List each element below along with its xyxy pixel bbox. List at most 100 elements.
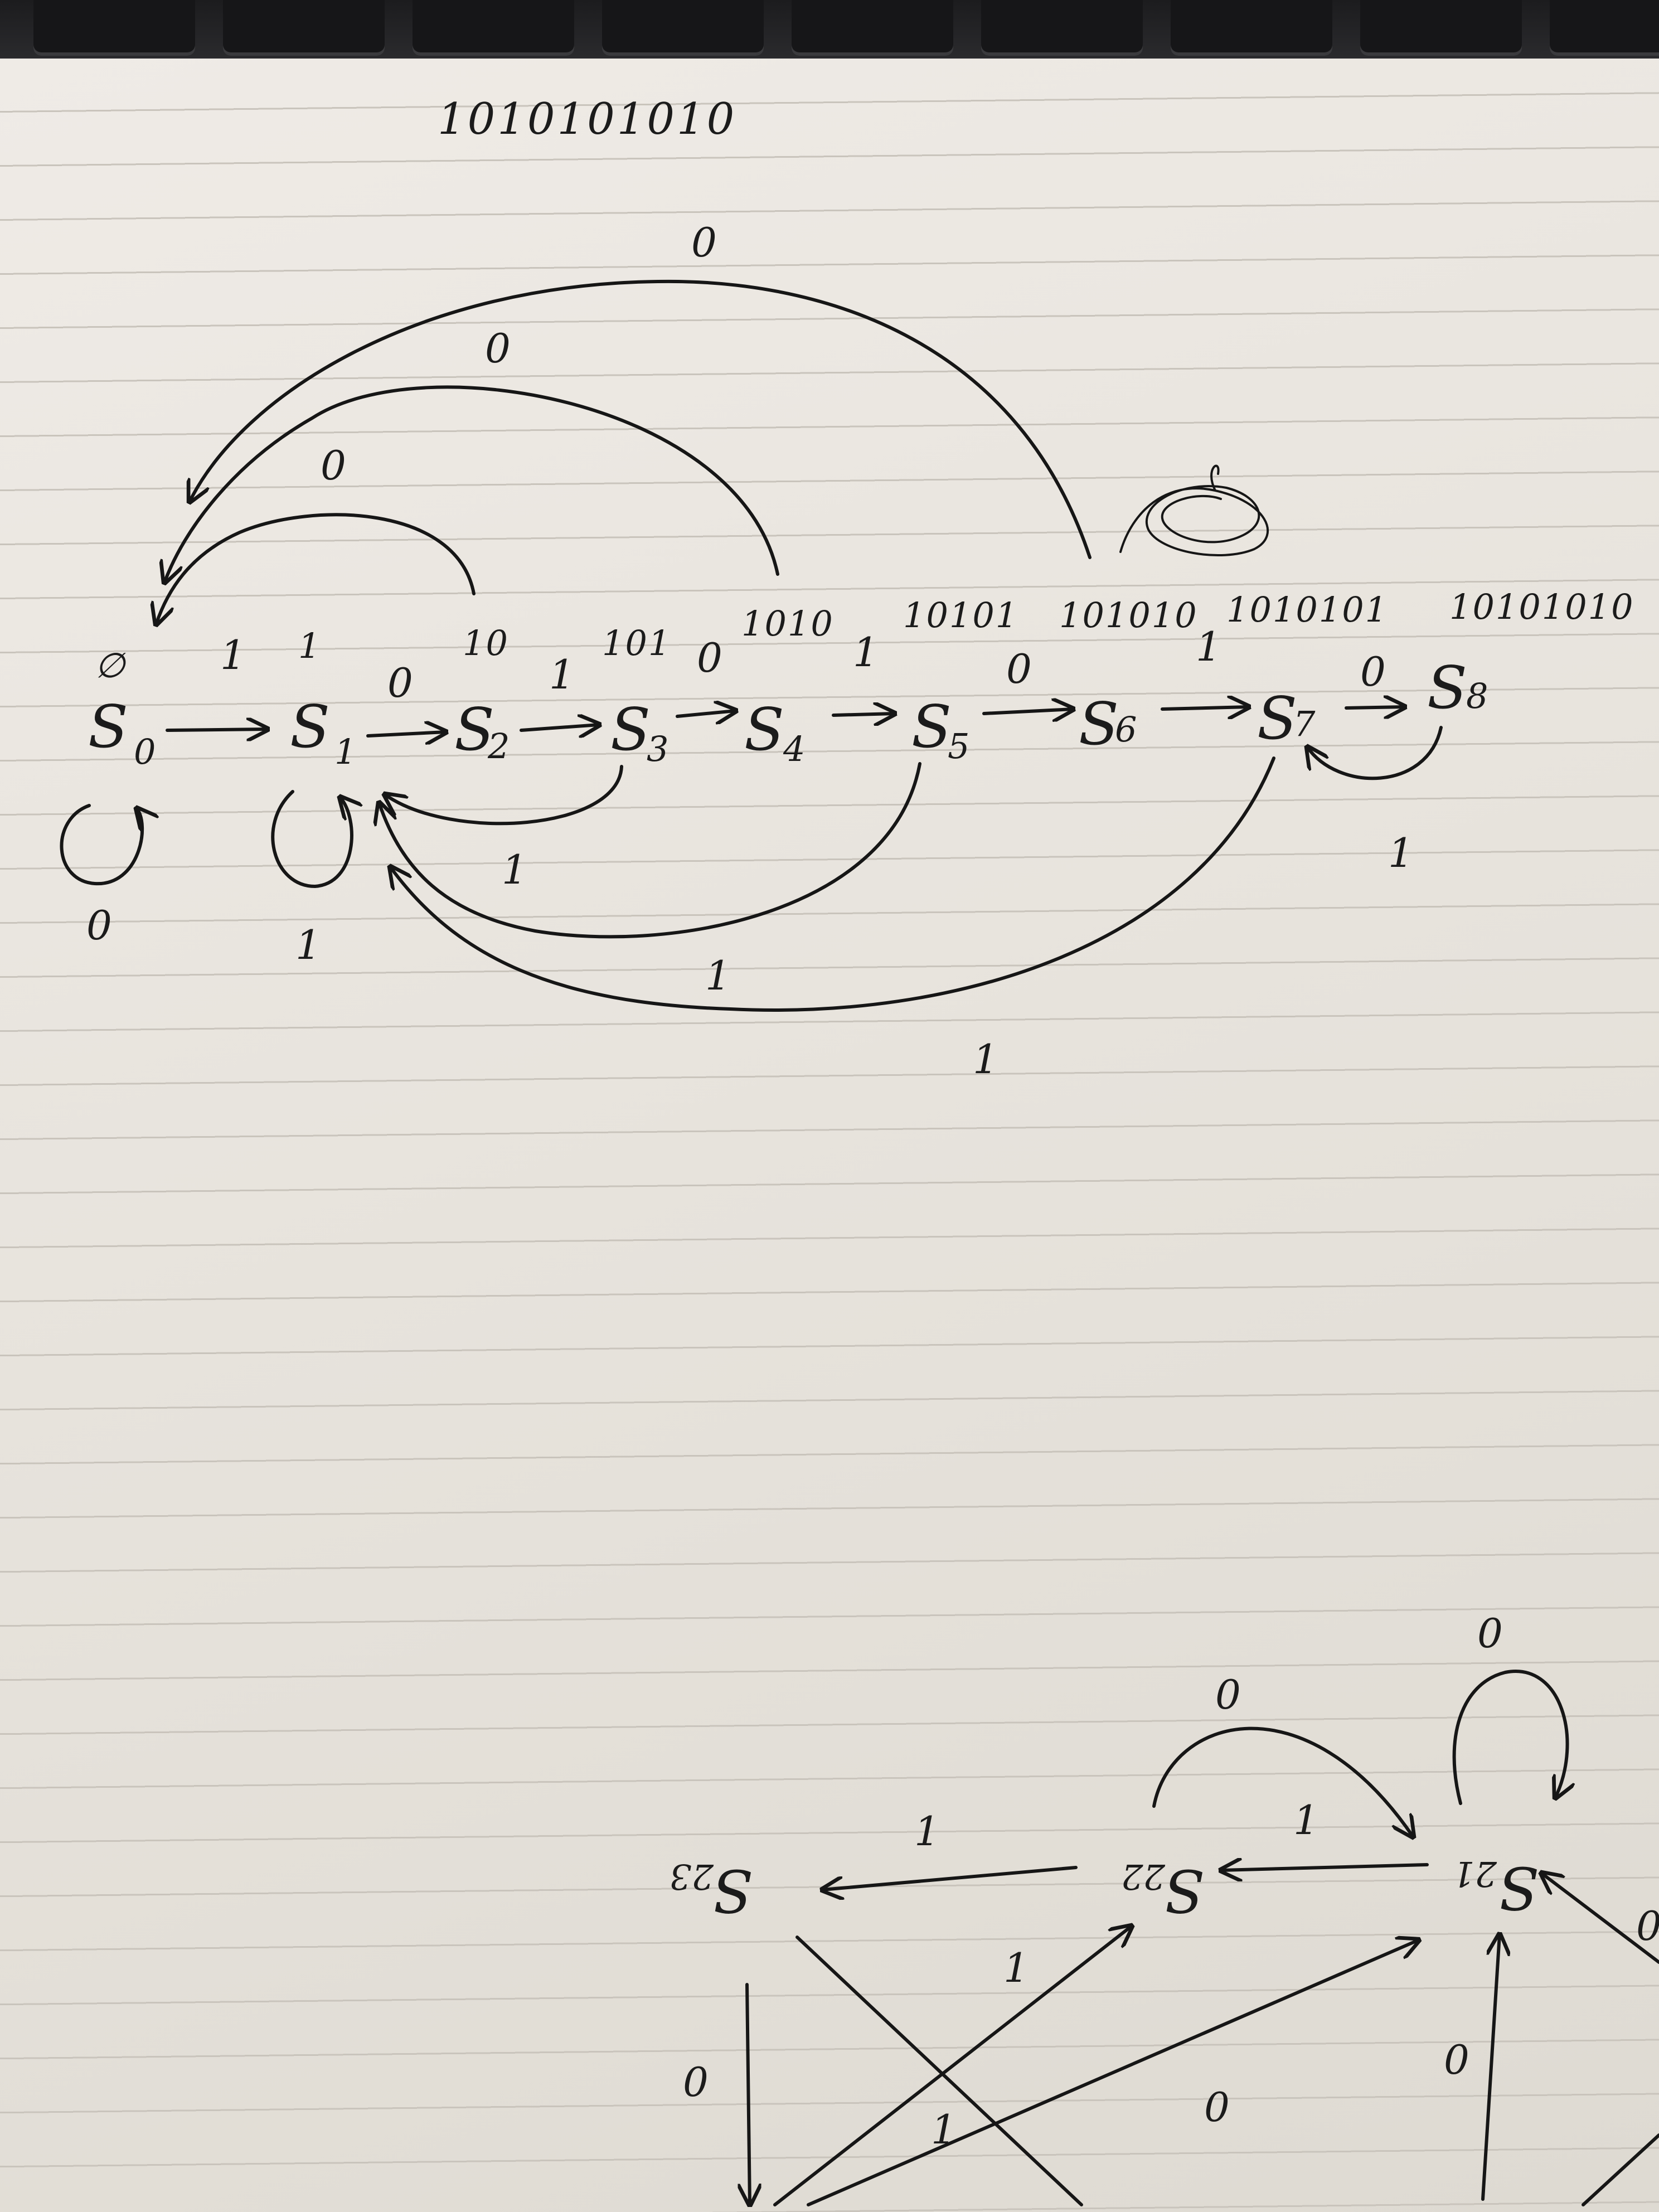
fwd-label-4: 1 xyxy=(853,629,879,676)
fwd-label-5: 0 xyxy=(1006,646,1032,692)
arc-s7-s1-label: 1 xyxy=(973,1036,998,1083)
state-s5-name: S xyxy=(911,693,952,761)
notebook-page xyxy=(0,59,1659,2212)
state-s6-sub: 6 xyxy=(1115,709,1137,750)
cross-a-label: 1 xyxy=(1003,1944,1029,1991)
arc-s8-s7 xyxy=(1307,726,1443,780)
state-s0-seq: ∅ xyxy=(95,645,127,686)
state-s5: S 5 10101 xyxy=(903,595,1018,767)
loop-s21 xyxy=(1452,1670,1568,1805)
state-s2-sub: 2 xyxy=(487,726,510,767)
state-s23-name: S xyxy=(712,1856,753,1924)
state-s2: S 2 10 xyxy=(454,623,510,767)
arc-s4-s0 xyxy=(164,385,779,583)
arc-s3-s1-label: 1 xyxy=(502,846,527,893)
arc-s6-s0 xyxy=(190,279,1092,559)
arrow-s5-s6 xyxy=(982,709,1073,714)
loop-s1 xyxy=(271,790,352,888)
arrow-right-in-s21 xyxy=(1541,1873,1659,1964)
state-s21-sub: 21 xyxy=(1453,1854,1497,1894)
top-sequence-label: 1010101010 xyxy=(438,94,736,144)
arrow-s1-s2 xyxy=(366,732,446,736)
state-s2-seq: 10 xyxy=(463,623,509,663)
state-s22-name: S xyxy=(1164,1856,1204,1924)
keyboard-background xyxy=(0,0,1659,61)
state-s4-seq: 1010 xyxy=(741,603,834,644)
state-s5-seq: 10101 xyxy=(903,595,1018,636)
state-s0-name: S xyxy=(88,693,128,761)
arrow-s7-s8 xyxy=(1345,707,1405,708)
loop-s0-label: 0 xyxy=(86,902,112,949)
arrow-s2-s3 xyxy=(520,725,599,730)
arrow-cross-up-s22 xyxy=(773,1926,1132,2206)
arrow-s21-s22-label: 1 xyxy=(1293,1797,1319,1844)
arrow-s4-s5 xyxy=(832,714,895,715)
arc-s6-s0-label: 0 xyxy=(691,219,717,266)
fwd-label-6: 1 xyxy=(1196,623,1221,670)
fwd-label-3: 0 xyxy=(697,634,722,681)
fwd-label-1: 0 xyxy=(387,659,413,706)
arrow-to-s21 xyxy=(807,1940,1419,2206)
arc-s5-s1 xyxy=(379,762,921,939)
loop-s21-label: 0 xyxy=(1477,1610,1503,1657)
scribble-mark xyxy=(1119,464,1269,556)
state-s23-sub: 23 xyxy=(670,1856,714,1897)
edge-right-label: 0 xyxy=(1636,1903,1659,1949)
loop-s1-label: 1 xyxy=(295,921,321,968)
arrow-up-s21-label: 0 xyxy=(1444,2036,1469,2083)
state-s7-sub: 7 xyxy=(1293,704,1316,744)
arrow-s3-s4 xyxy=(676,711,736,716)
state-s8: S 8 10101010 xyxy=(1427,586,1634,722)
state-s8-sub: 8 xyxy=(1466,676,1488,716)
state-s7-name: S xyxy=(1257,685,1297,753)
state-s3-name: S xyxy=(610,696,651,764)
arc-s8-s7-label: 1 xyxy=(1388,830,1414,876)
state-s4: S 4 1010 xyxy=(741,603,834,769)
arc-s3-s1 xyxy=(385,765,623,826)
state-s6-seq: 101010 xyxy=(1059,595,1198,636)
arrow-s23-down-label: 0 xyxy=(683,2059,709,2106)
state-s8-seq: 10101010 xyxy=(1449,586,1634,627)
arrow-s22-s23-label: 1 xyxy=(914,1808,940,1855)
state-s8-name: S xyxy=(1427,654,1467,722)
state-s6: S 6 101010 xyxy=(1059,595,1198,758)
arc-s2-s0 xyxy=(156,513,476,624)
state-s3-sub: 3 xyxy=(647,729,668,769)
state-s0-sub: 0 xyxy=(134,731,156,772)
state-s22: S 22 xyxy=(1121,1856,1204,1924)
state-s5-sub: 5 xyxy=(948,726,969,767)
state-s0: S 0 ∅ xyxy=(88,645,156,772)
state-s7: S 7 1010101 xyxy=(1226,589,1388,753)
arc-s7-s1 xyxy=(390,756,1275,1012)
state-s1-seq: 1 xyxy=(298,625,321,666)
state-s3: S 3 101 xyxy=(602,623,671,769)
state-s2-name: S xyxy=(454,696,494,764)
arrow-up-s21 xyxy=(1481,1934,1500,2201)
arrow-s23-down xyxy=(747,1983,750,2205)
state-s6-name: S xyxy=(1079,690,1119,758)
state-s4-sub: 4 xyxy=(783,729,805,769)
state-s1-sub: 1 xyxy=(334,731,356,772)
state-s7-seq: 1010101 xyxy=(1226,589,1388,630)
state-s21-name: S xyxy=(1498,1854,1539,1922)
state-s23: S 23 xyxy=(670,1856,753,1924)
arrow-s6-s7 xyxy=(1161,707,1249,709)
state-s1-name: S xyxy=(290,693,330,761)
loop-s0 xyxy=(60,806,142,886)
arrow-right-lower xyxy=(1582,2133,1659,2206)
arrow-cross-down xyxy=(795,1936,1083,2206)
cross-c-label: 0 xyxy=(1204,2084,1230,2131)
state-s3-seq: 101 xyxy=(602,623,671,663)
state-s1: S 1 1 xyxy=(290,625,356,772)
fwd-label-7: 0 xyxy=(1360,648,1386,695)
state-s4-name: S xyxy=(744,696,784,764)
arc-s5-s1-label: 1 xyxy=(705,952,731,999)
state-s21: S 21 xyxy=(1453,1854,1539,1922)
arrow-s22-s23 xyxy=(822,1866,1078,1890)
arc-s2-s0-label: 0 xyxy=(321,442,346,489)
arc-s22-s21 xyxy=(1152,1726,1413,1837)
arc-s22-s21-label: 0 xyxy=(1215,1671,1241,1718)
arc-s4-s0-label: 0 xyxy=(485,325,511,372)
arrow-s21-s22 xyxy=(1221,1865,1429,1870)
